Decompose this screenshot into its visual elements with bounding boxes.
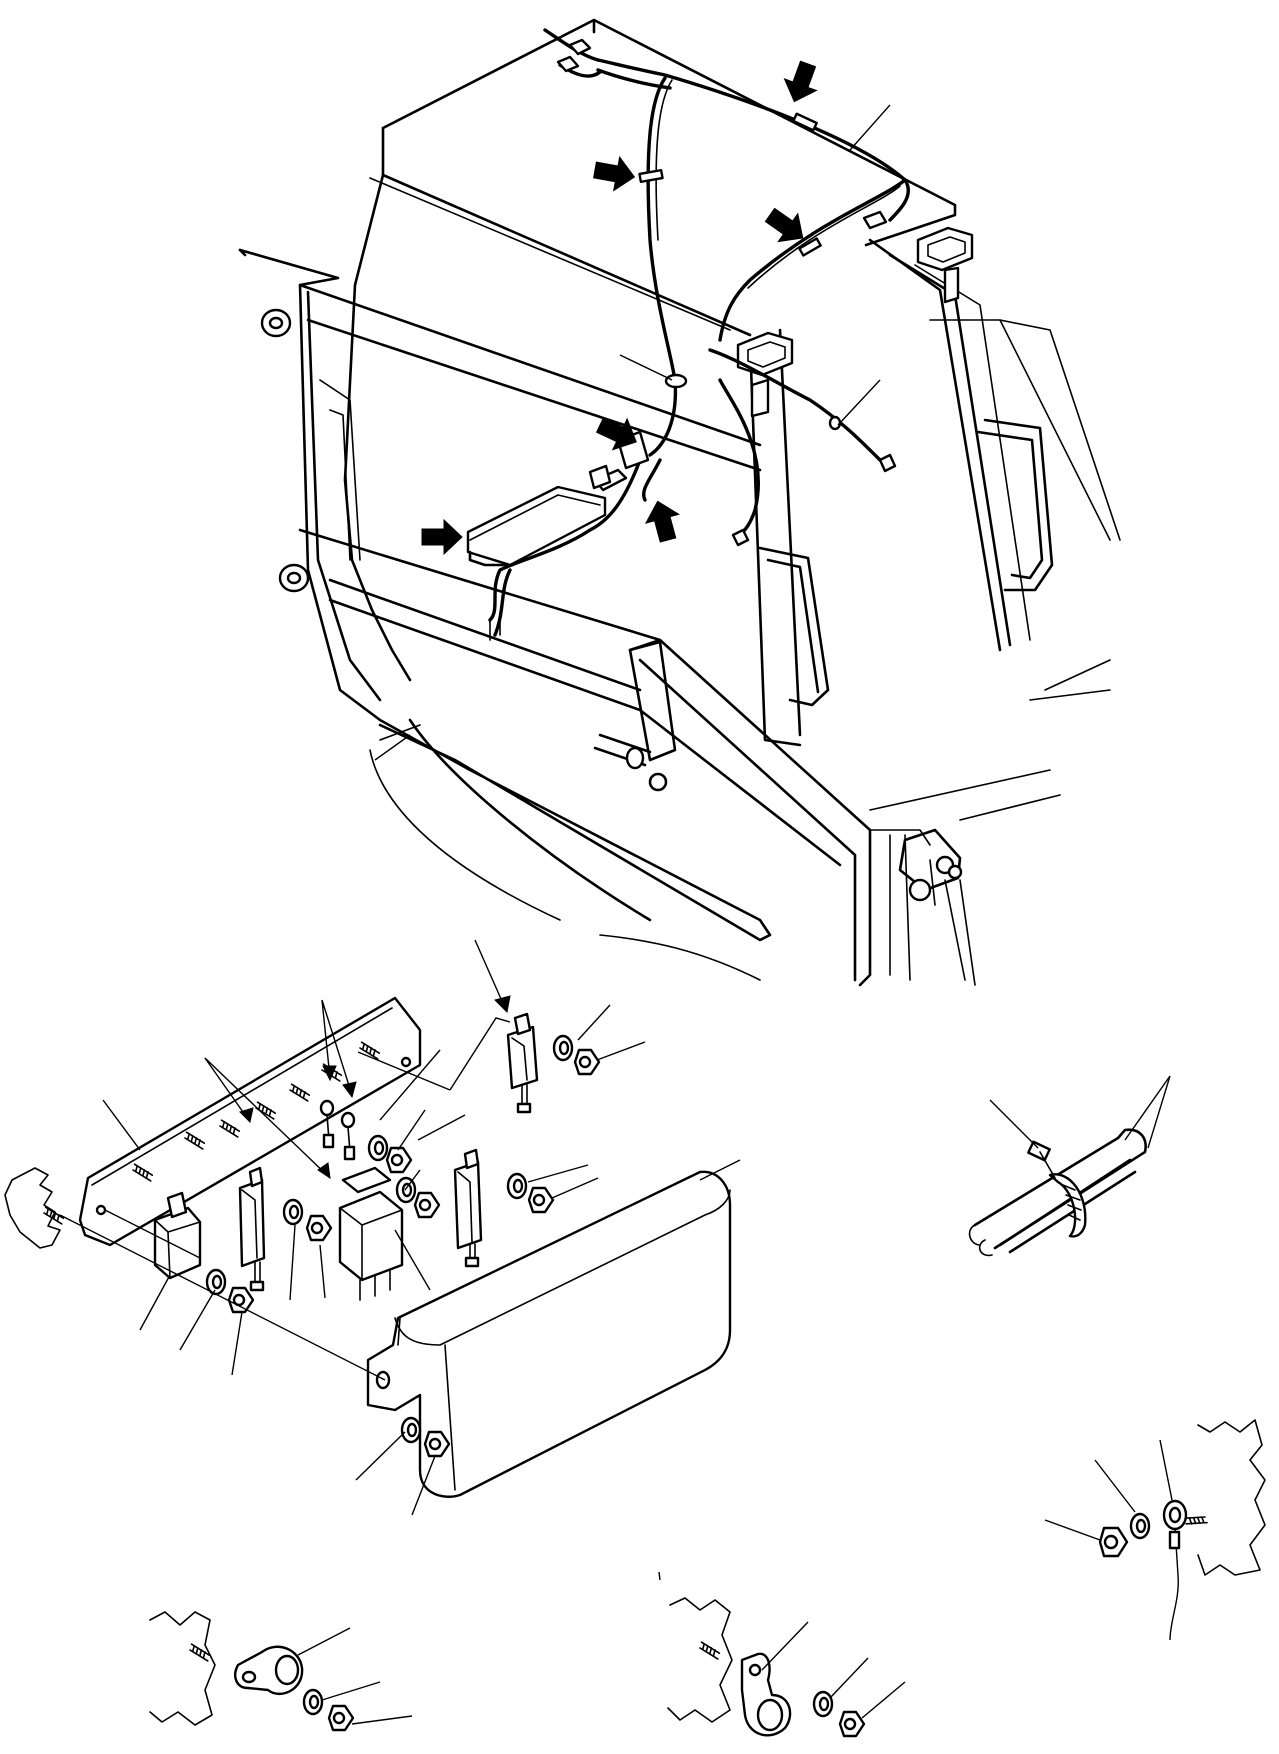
arrow-icon: [777, 57, 825, 108]
cable-tie-detail: [968, 1075, 1171, 1257]
harness-connector-top-b: [556, 55, 580, 73]
nut-icon: [305, 1214, 333, 1242]
relay-icon: [153, 1191, 202, 1280]
wall-break: [1197, 1419, 1266, 1576]
boom-plate: [628, 640, 677, 762]
ground-terminal-right: [878, 453, 897, 473]
cab-harness-view: [238, 18, 1121, 987]
harness-connector-roof: [862, 210, 888, 230]
washer-icon: [367, 1134, 389, 1162]
ground-terminal-detail: [1044, 1419, 1266, 1641]
diode-terminal: [319, 1099, 356, 1161]
lift-cylinder: [598, 733, 652, 754]
washer-icon: [282, 1198, 304, 1226]
loader-arm-left: [238, 248, 772, 942]
arrow-icon: [640, 496, 685, 545]
harness-clip-1: [638, 168, 664, 184]
bolt-icon: [697, 1641, 722, 1660]
nut-icon: [838, 1710, 866, 1738]
washer-icon: [812, 1690, 834, 1718]
clamp-icon: [234, 1645, 304, 1696]
wall-break: [667, 1597, 733, 1723]
relay-icon: [238, 1166, 266, 1292]
washer-icon: [395, 1176, 417, 1204]
bolt-icon: [187, 1643, 212, 1662]
wiring-harness: [488, 28, 910, 637]
boom-hinge: [898, 828, 976, 986]
harness-connector-top-a: [568, 38, 592, 56]
arrow-icon: [591, 152, 638, 195]
washer-icon: [1129, 1512, 1151, 1540]
washer-icon: [506, 1172, 528, 1200]
washer-icon: [552, 1034, 574, 1062]
interior-relay-box: [466, 485, 607, 567]
clamp-icon: [740, 1652, 792, 1737]
washer-icon: [1162, 1499, 1188, 1531]
relay-panel-exploded-view: [4, 939, 741, 1516]
washer-icon: [302, 1688, 324, 1716]
relay-icon: [453, 1148, 483, 1268]
work-lamp-left: [736, 331, 794, 418]
harness-clamp-detail-a: [149, 1611, 413, 1732]
cab-right-pillar: [748, 338, 802, 747]
cab-roof: [381, 18, 957, 247]
cab-left-body: [343, 173, 385, 612]
relay-cover: [366, 1170, 732, 1498]
nut-icon: [413, 1191, 441, 1219]
nut-icon: [573, 1048, 601, 1076]
wall-break: [149, 1611, 216, 1726]
harness-clamp-detail-b: [658, 1571, 906, 1738]
ground-terminal-small: [731, 528, 750, 547]
nut-icon: [527, 1186, 555, 1214]
arrow-icon: [421, 519, 463, 555]
work-lamp-right: [916, 226, 974, 304]
bolt-icon: [1183, 1510, 1208, 1531]
nut-icon: [327, 1704, 355, 1732]
nut-icon: [1098, 1526, 1129, 1558]
relay-icon: [506, 1012, 539, 1114]
handrail-mid: [758, 546, 830, 707]
handrail-right: [976, 430, 1044, 580]
relay-icon: [338, 1166, 404, 1301]
nut-icon: [227, 1286, 255, 1314]
harness-clip-4: [664, 373, 688, 389]
harness-clip-3: [798, 237, 822, 257]
harness-clip-2: [792, 112, 818, 132]
cable-tie-icon: [1048, 1173, 1087, 1238]
washer-icon: [400, 1416, 422, 1444]
nut-icon: [385, 1146, 413, 1174]
wall-break: [4, 1167, 61, 1249]
